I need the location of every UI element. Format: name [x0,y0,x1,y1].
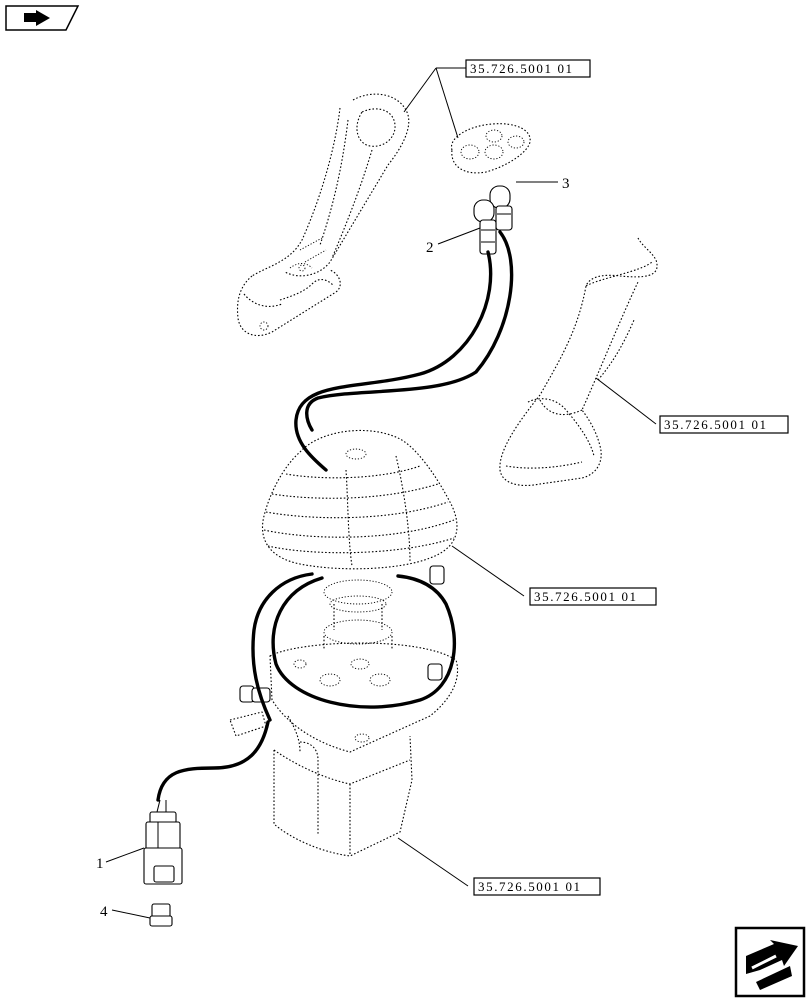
joystick-handle [236,93,410,336]
book-arrow-icon[interactable] [5,5,80,31]
electrical-connector [143,799,183,885]
callout-boot-ref[interactable]: 35.726.5001 01 [529,587,657,606]
joystick-base-assembly [269,579,458,857]
callout-boot-text: 35.726.5001 01 [534,589,638,604]
joystick-grip-cover [499,237,658,487]
wiring-harness [156,230,514,802]
item-number-2: 2 [426,240,434,256]
fuse [149,903,173,927]
rubber-boot [262,429,458,570]
callout-base-ref[interactable]: 35.726.5001 01 [473,877,601,896]
cable-clamp [229,565,445,737]
item-number-3: 3 [562,176,570,192]
push-button-2 [473,199,497,255]
push-button-3 [489,185,513,231]
next-page-arrow-icon[interactable] [734,926,806,998]
callout-grip-ref[interactable]: 35.726.5001 01 [659,415,789,434]
callout-handle-text: 35.726.5001 01 [470,61,574,76]
callout-grip-text: 35.726.5001 01 [664,417,768,432]
item-number-1: 1 [96,856,104,872]
callout-handle-ref[interactable]: 35.726.5001 01 [465,59,591,78]
callout-base-text: 35.726.5001 01 [478,879,582,894]
item-number-4: 4 [100,904,108,920]
grommet-plate [451,123,531,174]
reference-leaders [105,67,657,919]
